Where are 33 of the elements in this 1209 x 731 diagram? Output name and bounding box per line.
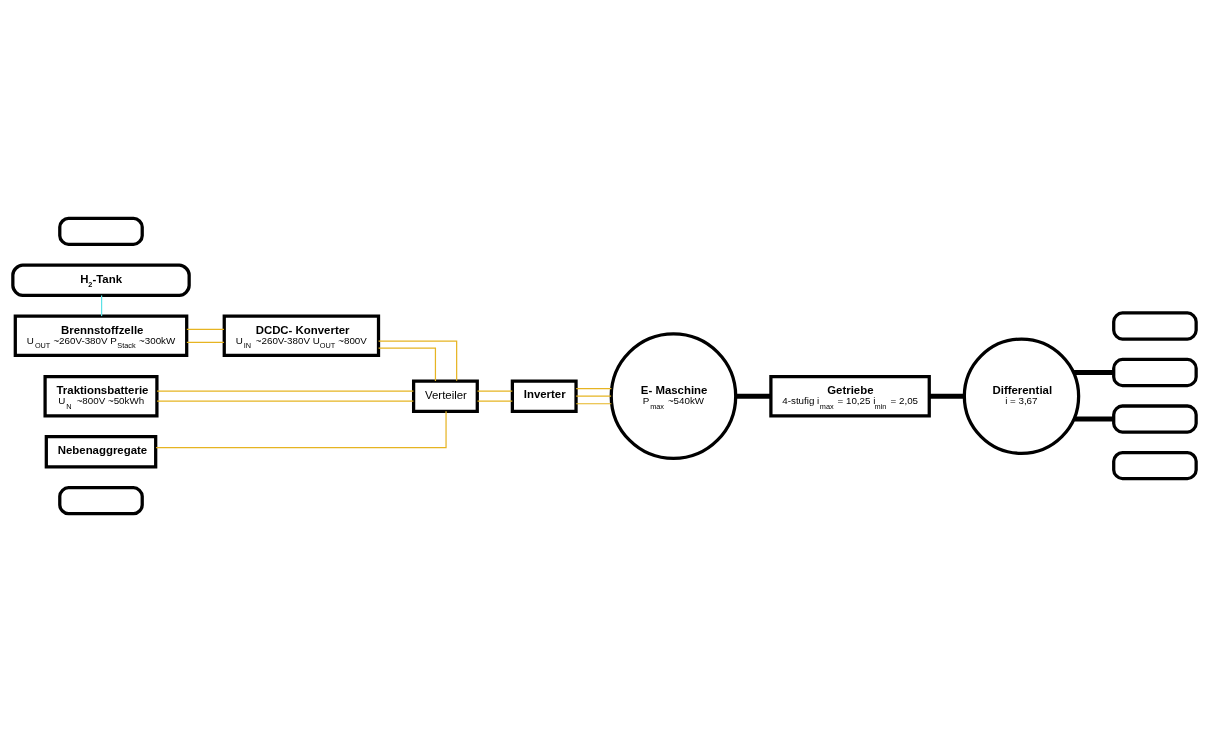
connector [1074,416,1114,421]
node-box: H$_{2}$-Tank [11,263,191,297]
node-box [1112,310,1198,341]
node-box: Getriebe 4-stufig i$_{max}$ = 10,25 i$_{min}$ = 2,05 [769,374,931,417]
node-box [58,485,144,515]
connector [156,400,415,402]
node-box [58,216,144,246]
connector [575,402,612,404]
node-box: Verteiler [412,378,479,413]
connector [476,390,513,392]
node-box: Traktionsbatterie U$_{N}$ ~800V ~50kWh [43,374,159,417]
connector [155,410,447,448]
connector [736,393,771,399]
connector [929,393,965,399]
connector [377,347,437,382]
connector [1073,369,1114,375]
node-circle: Differential i = 3,67 [962,336,1081,455]
node-box: Inverter [510,378,578,413]
node-box [1112,450,1198,480]
connector [186,341,225,343]
connector [377,339,458,381]
connector [186,328,225,330]
node-box [1112,357,1198,387]
connector [156,390,415,392]
node-box [1112,403,1198,434]
connector [575,387,612,389]
connector [101,294,103,317]
node-box: Brennstoffzelle U$_{OUT}$ ~260V-380V P$_{Stack}$ ~300kW [13,314,189,357]
node-circle: E- Maschine P$_{max}$ ~540kW [609,331,738,460]
node-box: Nebenaggregate [44,434,158,468]
connector [575,395,612,397]
connector [476,400,513,402]
node-box: DCDC- Konverter U$_{IN}$ ~260V-380V U$_{OUT}$ ~800V [222,314,381,357]
